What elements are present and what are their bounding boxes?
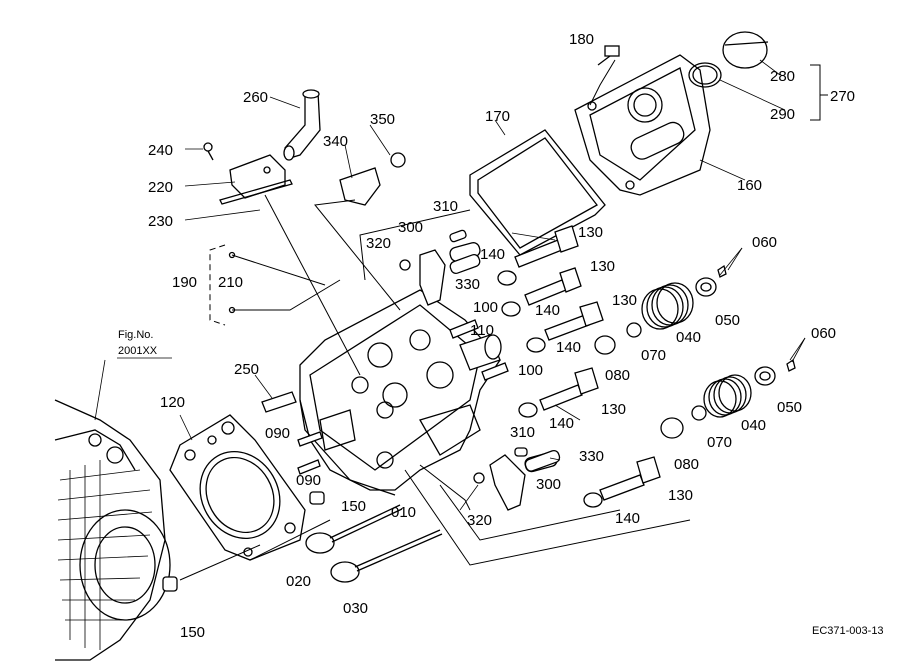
washers — [497, 270, 603, 508]
callout-050-upper: 050 — [715, 312, 740, 329]
stem-seals — [626, 322, 707, 421]
callout-260: 260 — [243, 89, 268, 106]
rocker-cover-gasket — [469, 129, 606, 256]
callout-050-lower: 050 — [777, 399, 802, 416]
callout-300-lower: 300 — [536, 476, 561, 493]
callout-150-lower: 150 — [180, 624, 205, 641]
callout-130-d: 130 — [601, 401, 626, 418]
breather-pipe — [283, 89, 321, 161]
callout-030: 030 — [343, 600, 368, 617]
callout-070-upper: 070 — [641, 347, 666, 364]
callout-300-upper: 300 — [398, 219, 423, 236]
callout-040-lower: 040 — [741, 417, 766, 434]
head-bolts — [514, 225, 661, 501]
callout-320-lower: 320 — [467, 512, 492, 529]
callout-130-e: 130 — [668, 487, 693, 504]
callout-210: 210 — [218, 274, 243, 291]
callout-140-d: 140 — [549, 415, 574, 432]
push-rod-upper — [449, 253, 481, 275]
callout-110: 110 — [470, 322, 494, 339]
callout-220: 220 — [148, 179, 173, 196]
callout-280: 280 — [770, 68, 795, 85]
callout-080-lower: 080 — [674, 456, 699, 473]
valve-guides — [449, 319, 509, 381]
sleeve-110 — [459, 334, 502, 371]
callout-100-lower: 100 — [518, 362, 543, 379]
callout-330-upper: 330 — [455, 276, 480, 293]
callout-270: 270 — [830, 88, 855, 105]
callout-060-upper: 060 — [752, 234, 777, 251]
callout-010: 010 — [391, 504, 416, 521]
kit-bracket-270 — [810, 64, 828, 121]
callout-140-b: 140 — [535, 302, 560, 319]
callout-160: 160 — [737, 177, 762, 194]
plug-350 — [390, 152, 406, 168]
callout-250: 250 — [234, 361, 259, 378]
callout-320-upper: 320 — [366, 235, 391, 252]
rocker-cover — [574, 54, 711, 196]
callout-180: 180 — [569, 31, 594, 48]
valve-spring-lower — [703, 374, 752, 418]
callout-120: 120 — [160, 394, 185, 411]
callout-330-lower: 330 — [579, 448, 604, 465]
spring-seats — [594, 335, 684, 439]
fig-no-label: Fig.No. — [118, 329, 153, 341]
exhaust-valve — [330, 529, 443, 583]
screw-240 — [203, 142, 214, 161]
callout-labels: 180 280 270 290 260 170 350 340 160 240 … — [148, 31, 855, 641]
callout-190: 190 — [172, 274, 197, 291]
callout-310-upper: 310 — [433, 198, 458, 215]
drawing-code: EC371-003-13 — [812, 625, 884, 637]
bracket-250 — [261, 391, 297, 413]
callout-070-lower: 070 — [707, 434, 732, 451]
cylinder-head — [299, 289, 501, 496]
callout-140-a: 140 — [480, 246, 505, 263]
callout-020: 020 — [286, 573, 311, 590]
studs — [297, 431, 323, 475]
callout-350: 350 — [370, 111, 395, 128]
assembly-lines — [94, 59, 806, 581]
callout-090-lower: 090 — [296, 472, 321, 489]
breather-gasket — [219, 179, 293, 205]
dowel-pins — [162, 491, 325, 592]
oil-filler-cap — [722, 31, 769, 69]
callout-060-lower: 060 — [811, 325, 836, 342]
callout-230: 230 — [148, 213, 173, 230]
callout-310-lower: 310 — [510, 424, 535, 441]
cylinder-head-gasket — [169, 414, 306, 561]
callout-100-upper: 100 — [473, 299, 498, 316]
intake-valve — [305, 504, 403, 554]
callout-290: 290 — [770, 106, 795, 123]
callout-240: 240 — [148, 142, 173, 159]
fig-no-value: 2001XX — [118, 345, 158, 357]
callout-080-upper: 080 — [605, 367, 630, 384]
figure-number-block: Fig.No. 2001XX — [117, 329, 172, 359]
crankcase — [54, 399, 171, 661]
bracket-340 — [339, 167, 381, 206]
callout-130-b: 130 — [590, 258, 615, 275]
callout-170: 170 — [485, 108, 510, 125]
callout-140-e: 140 — [615, 510, 640, 527]
callout-090-upper: 090 — [265, 425, 290, 442]
breather-cover — [229, 154, 286, 199]
callout-340: 340 — [323, 133, 348, 150]
push-rod-lower — [524, 449, 561, 472]
callout-140-c: 140 — [556, 339, 581, 356]
callout-130-a: 130 — [578, 224, 603, 241]
valve-keys — [717, 264, 796, 372]
bolt-180 — [597, 45, 620, 66]
callout-150-upper: 150 — [341, 498, 366, 515]
spring-retainers — [695, 277, 776, 386]
callout-040-upper: 040 — [676, 329, 701, 346]
kit-bracket-190 — [209, 244, 341, 326]
valve-spring-upper — [641, 282, 694, 330]
callout-130-c: 130 — [612, 292, 637, 309]
o-ring — [688, 62, 722, 88]
